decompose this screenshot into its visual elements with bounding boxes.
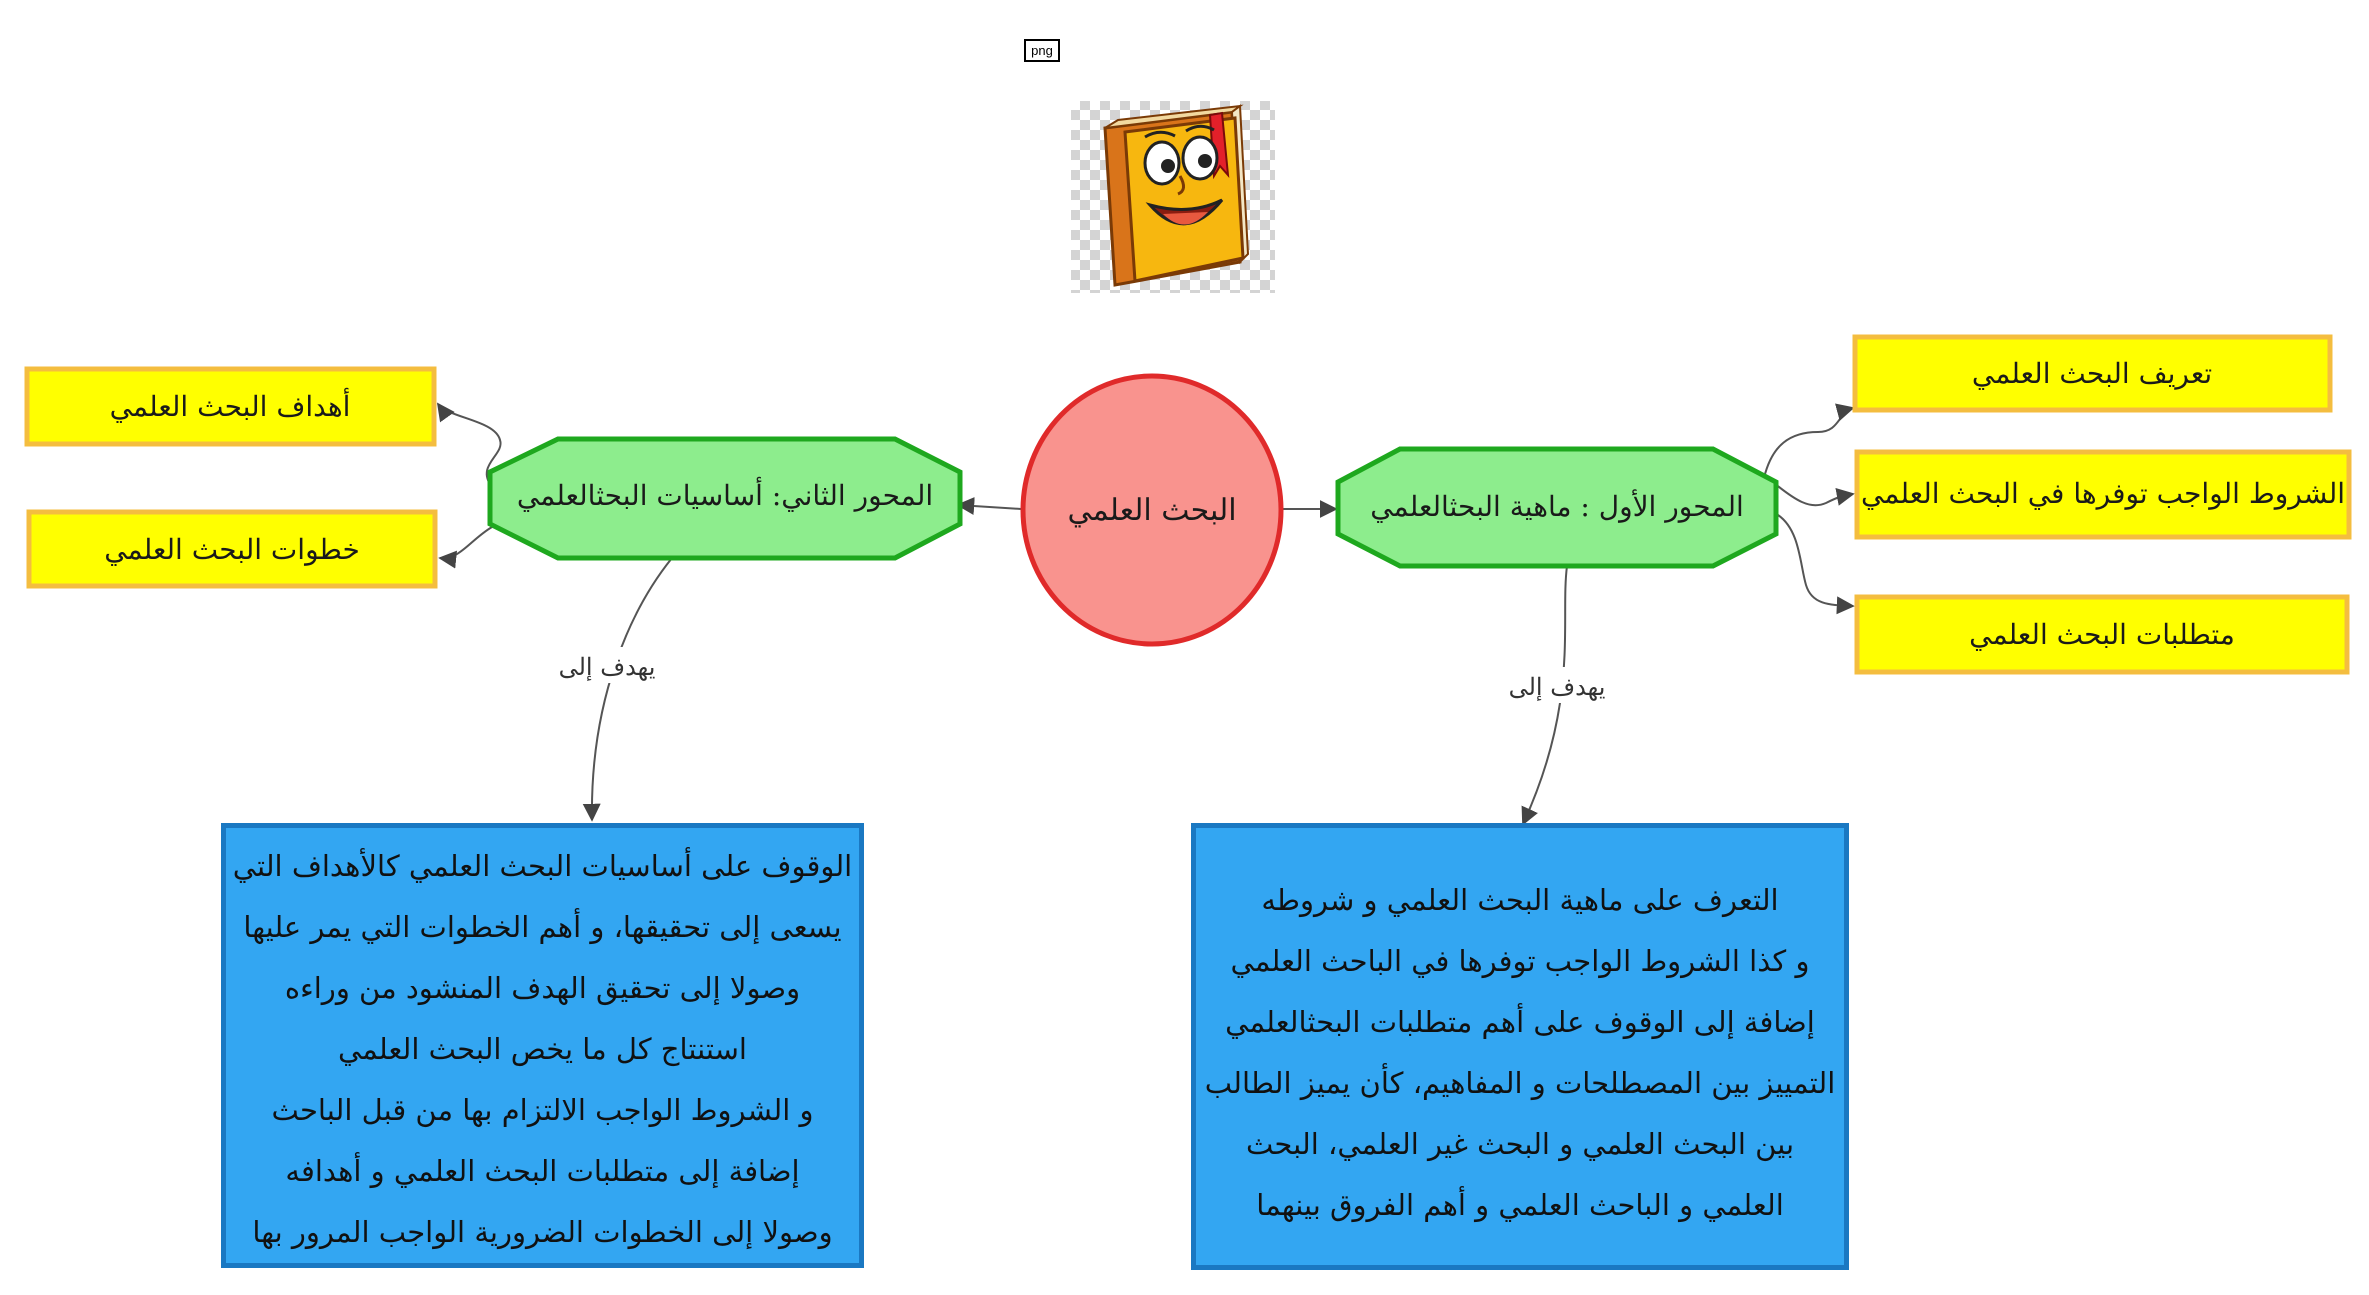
- center-node-label: البحث العلمي: [1067, 493, 1236, 528]
- left-topic-1-label: أهداف البحث العلمي: [110, 388, 351, 423]
- edge-second-axis-to-description: [582, 557, 673, 822]
- png-badge-text: png: [1031, 43, 1053, 58]
- right-description-line: بين البحث العلمي و البحث غير العلمي، الب…: [1245, 1127, 1795, 1161]
- first-axis-label: المحور الأول : ماهية البحثالعلمي: [1370, 489, 1744, 523]
- edge-label-right: يهدف إلى: [1506, 667, 1608, 703]
- right-description-line: العلمي و الباحث العلمي و أهم الفروق بينه…: [1256, 1188, 1784, 1222]
- first-axis-node[interactable]: المحور الأول : ماهية البحثالعلمي: [1335, 446, 1779, 569]
- right-description-box: التعرف على ماهية البحث العلمي و شروطه و …: [1191, 823, 1849, 1270]
- left-topic-2[interactable]: خطوات البحث العلمي: [26, 509, 438, 589]
- left-description-line: إضافة إلى متطلبات البحث العلمي و أهدافه: [285, 1154, 800, 1188]
- edge-first-axis-to-topic-2: [1773, 482, 1855, 507]
- left-description-line: وصولا إلى الخطوات الضرورية الواجب المرور…: [252, 1215, 833, 1249]
- edge-label-right-text: يهدف إلى: [1509, 673, 1606, 701]
- edge-label-left: يهدف إلى: [556, 647, 658, 683]
- right-description-line: إضافة إلى الوقوف على أهم متطلبات البحثال…: [1225, 1005, 1815, 1039]
- left-description-line: استنتاج كل ما يخص البحث العلمي: [338, 1032, 747, 1066]
- right-description-line: التمييز بين المصطلحات و المفاهيم، كأن يم…: [1204, 1066, 1836, 1100]
- left-description-line: و الشروط الواجب الالتزام بها من قبل البا…: [271, 1093, 814, 1127]
- edge-first-axis-to-topic-1: [1763, 403, 1855, 479]
- second-axis-node[interactable]: المحور الثاني: أساسيات البحثالعلمي: [487, 436, 963, 561]
- right-topic-1[interactable]: تعريف البحث العلمي: [1852, 334, 2333, 413]
- edge-label-left-text: يهدف إلى: [559, 653, 656, 681]
- right-topic-3[interactable]: متطلبات البحث العلمي: [1854, 594, 2350, 675]
- cartoon-book-icon: [1071, 101, 1275, 293]
- right-description-line: التعرف على ماهية البحث العلمي و شروطه: [1261, 883, 1779, 917]
- second-axis-label: المحور الثاني: أساسيات البحثالعلمي: [517, 477, 933, 512]
- right-topic-2-label: الشروط الواجب توفرها في البحث العلمي: [1861, 477, 2345, 510]
- center-node[interactable]: البحث العلمي: [1020, 373, 1284, 647]
- right-topic-1-label: تعريف البحث العلمي: [1972, 357, 2212, 390]
- left-topic-2-label: خطوات البحث العلمي: [104, 533, 360, 566]
- left-description-line: الوقوف على أساسيات البحث العلمي كالأهداف…: [232, 849, 853, 883]
- left-description-line: وصولا إلى تحقيق الهدف المنشود من وراءه: [284, 971, 801, 1005]
- edge-first-axis-to-topic-3: [1777, 514, 1855, 615]
- edge-center-to-second-axis: [956, 497, 1022, 516]
- right-topic-2[interactable]: الشروط الواجب توفرها في البحث العلمي: [1854, 449, 2352, 540]
- left-description-line: يسعى إلى تحقيقها، و أهم الخطوات التي يمر…: [243, 910, 842, 944]
- left-description-box: الوقوف على أساسيات البحث العلمي كالأهداف…: [221, 823, 864, 1268]
- left-topic-1[interactable]: أهداف البحث العلمي: [24, 366, 437, 447]
- edge-second-axis-to-topic-1: [436, 402, 502, 488]
- right-topic-3-label: متطلبات البحث العلمي: [1969, 618, 2235, 651]
- edge-second-axis-to-topic-2: [438, 526, 493, 569]
- png-badge: png: [1024, 39, 1060, 62]
- right-description-line: و كذا الشروط الواجب توفرها في الباحث الع…: [1230, 944, 1810, 978]
